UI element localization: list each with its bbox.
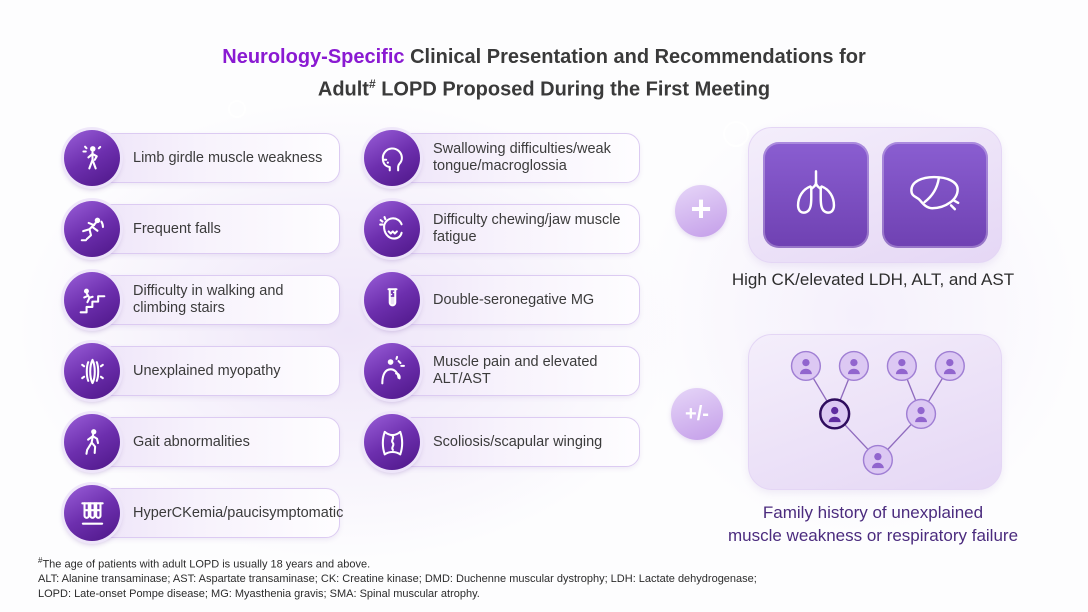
symptom-label: Swallowing difficulties/weak tongue/macr… xyxy=(433,141,611,174)
symptom-label: Muscle pain and elevated ALT/AST xyxy=(433,354,598,387)
symptom-item: Gait abnormalities xyxy=(64,414,340,470)
symptom-pill: Muscle pain and elevated ALT/AST xyxy=(382,346,640,396)
muscle-fiber-icon xyxy=(80,358,104,384)
title-line-2: Adult# LOPD Proposed During the First Me… xyxy=(0,71,1088,104)
symptom-label: Difficulty chewing/jaw muscle fatigue xyxy=(433,212,621,245)
plus-operator: + xyxy=(675,185,727,237)
scoliosis-back-icon xyxy=(381,430,403,455)
symptom-pill: Swallowing difficulties/weak tongue/macr… xyxy=(382,133,640,183)
family-history-panel xyxy=(748,334,1002,490)
liver-tile xyxy=(881,142,988,248)
symptom-pill: Scoliosis/scapular winging xyxy=(382,417,640,467)
title-line1-rest: Clinical Presentation and Recommendation… xyxy=(404,46,866,68)
symptom-item: Difficulty chewing/jaw muscle fatigue xyxy=(364,201,640,257)
test-tubes-icon xyxy=(64,485,120,541)
symptom-item: Scoliosis/scapular winging xyxy=(364,414,640,470)
symptom-pill: Unexplained myopathy xyxy=(82,346,340,396)
symptom-column-middle: Swallowing difficulties/weak tongue/macr… xyxy=(364,130,640,470)
symptom-item: Swallowing difficulties/weak tongue/macr… xyxy=(364,130,640,186)
lungs-icon xyxy=(796,170,835,214)
footnote-marker: # xyxy=(38,556,43,565)
scoliosis-back-icon xyxy=(364,414,420,470)
symptom-pill: Gait abnormalities xyxy=(82,417,340,467)
footnotes: #The age of patients with adult LOPD is … xyxy=(38,554,757,601)
symptom-item: Frequent falls xyxy=(64,201,340,257)
symptom-column-left: Limb girdle muscle weakness Frequent fal… xyxy=(64,130,344,541)
dizzy-person-icon xyxy=(81,145,101,169)
dizzy-person-icon xyxy=(64,130,120,186)
falling-person-icon xyxy=(64,201,120,257)
vial-icon xyxy=(386,287,398,306)
vial-icon xyxy=(364,272,420,328)
symptom-item: HyperCKemia/paucisymptomatic xyxy=(64,485,344,541)
family-caption-line2: muscle weakness or respiratory failure xyxy=(727,526,1019,545)
symptom-label: Limb girdle muscle weakness xyxy=(133,149,323,166)
decorative-circle xyxy=(228,100,246,118)
plus-operator-label: + xyxy=(690,188,712,229)
symptom-item: Muscle pain and elevated ALT/AST xyxy=(364,343,640,399)
walking-person-icon xyxy=(84,428,99,455)
title-line-1: Neurology-Specific Clinical Presentation… xyxy=(0,44,1088,71)
plus-minus-operator-label: +/- xyxy=(685,402,709,425)
walking-person-icon xyxy=(64,414,120,470)
liver-icon xyxy=(909,175,959,211)
symptom-item: Difficulty in walking and climbing stair… xyxy=(64,272,340,328)
swallowing-head-icon xyxy=(364,130,420,186)
symptom-item: Limb girdle muscle weakness xyxy=(64,130,340,186)
swallowing-head-icon xyxy=(381,147,403,171)
family-history-caption: Family history of unexplained muscle wea… xyxy=(700,501,1046,547)
symptom-label: Frequent falls xyxy=(133,220,221,237)
title-line2-part2: LOPD Proposed During the First Meeting xyxy=(375,78,771,101)
title-footnote-marker: # xyxy=(368,77,376,91)
test-tubes-icon xyxy=(80,501,104,525)
symptom-label: Scoliosis/scapular winging xyxy=(433,433,603,450)
footnote-abbreviations-2: LOPD: Late-onset Pompe disease; MG: Myas… xyxy=(38,587,480,600)
symptom-pill: Difficulty in walking and climbing stair… xyxy=(82,275,340,325)
title-line2-part1: Adult xyxy=(317,78,369,101)
decorative-circle xyxy=(723,121,749,147)
symptom-label: Difficulty in walking and climbing stair… xyxy=(133,283,284,316)
lungs-tile xyxy=(762,142,869,248)
symptom-pill: Difficulty chewing/jaw muscle fatigue xyxy=(382,204,640,254)
symptom-pill: Frequent falls xyxy=(82,204,340,254)
jaw-pain-icon xyxy=(378,215,403,240)
footnote-abbreviations-1: ALT: Alanine transaminase; AST: Aspartat… xyxy=(38,573,757,586)
plus-minus-operator: +/- xyxy=(671,388,723,440)
family-caption-line1: Family history of unexplained xyxy=(762,503,984,522)
page-title: Neurology-Specific Clinical Presentation… xyxy=(0,44,1088,104)
labs-caption: High CK/elevated LDH, ALT, and AST xyxy=(731,270,1015,289)
symptom-item: Unexplained myopathy xyxy=(64,343,340,399)
symptom-label: Unexplained myopathy xyxy=(133,362,281,379)
shoulder-pain-icon xyxy=(380,355,405,384)
symptom-pill: Double-seronegative MG xyxy=(382,275,640,325)
falling-person-icon xyxy=(80,217,104,241)
jaw-pain-icon xyxy=(364,201,420,257)
highlighted-family-member xyxy=(819,398,851,430)
shoulder-pain-icon xyxy=(364,343,420,399)
symptom-pill: HyperCKemia/paucisymptomatic xyxy=(82,488,344,538)
symptom-pill: Limb girdle muscle weakness xyxy=(82,133,340,183)
climbing-stairs-icon xyxy=(79,288,105,313)
family-tree-icon xyxy=(790,350,965,476)
symptom-label: Gait abnormalities xyxy=(133,433,250,450)
labs-panel xyxy=(748,127,1002,263)
title-highlight: Neurology-Specific xyxy=(222,46,405,68)
symptom-item: Double-seronegative MG xyxy=(364,272,640,328)
symptom-label: HyperCKemia/paucisymptomatic xyxy=(133,504,344,521)
climbing-stairs-icon xyxy=(64,272,120,328)
muscle-fiber-icon xyxy=(64,343,120,399)
symptom-label: Double-seronegative MG xyxy=(433,291,595,308)
footnote-age-text: The age of patients with adult LOPD is u… xyxy=(42,558,371,571)
footnote-age: #The age of patients with adult LOPD is … xyxy=(38,554,757,572)
